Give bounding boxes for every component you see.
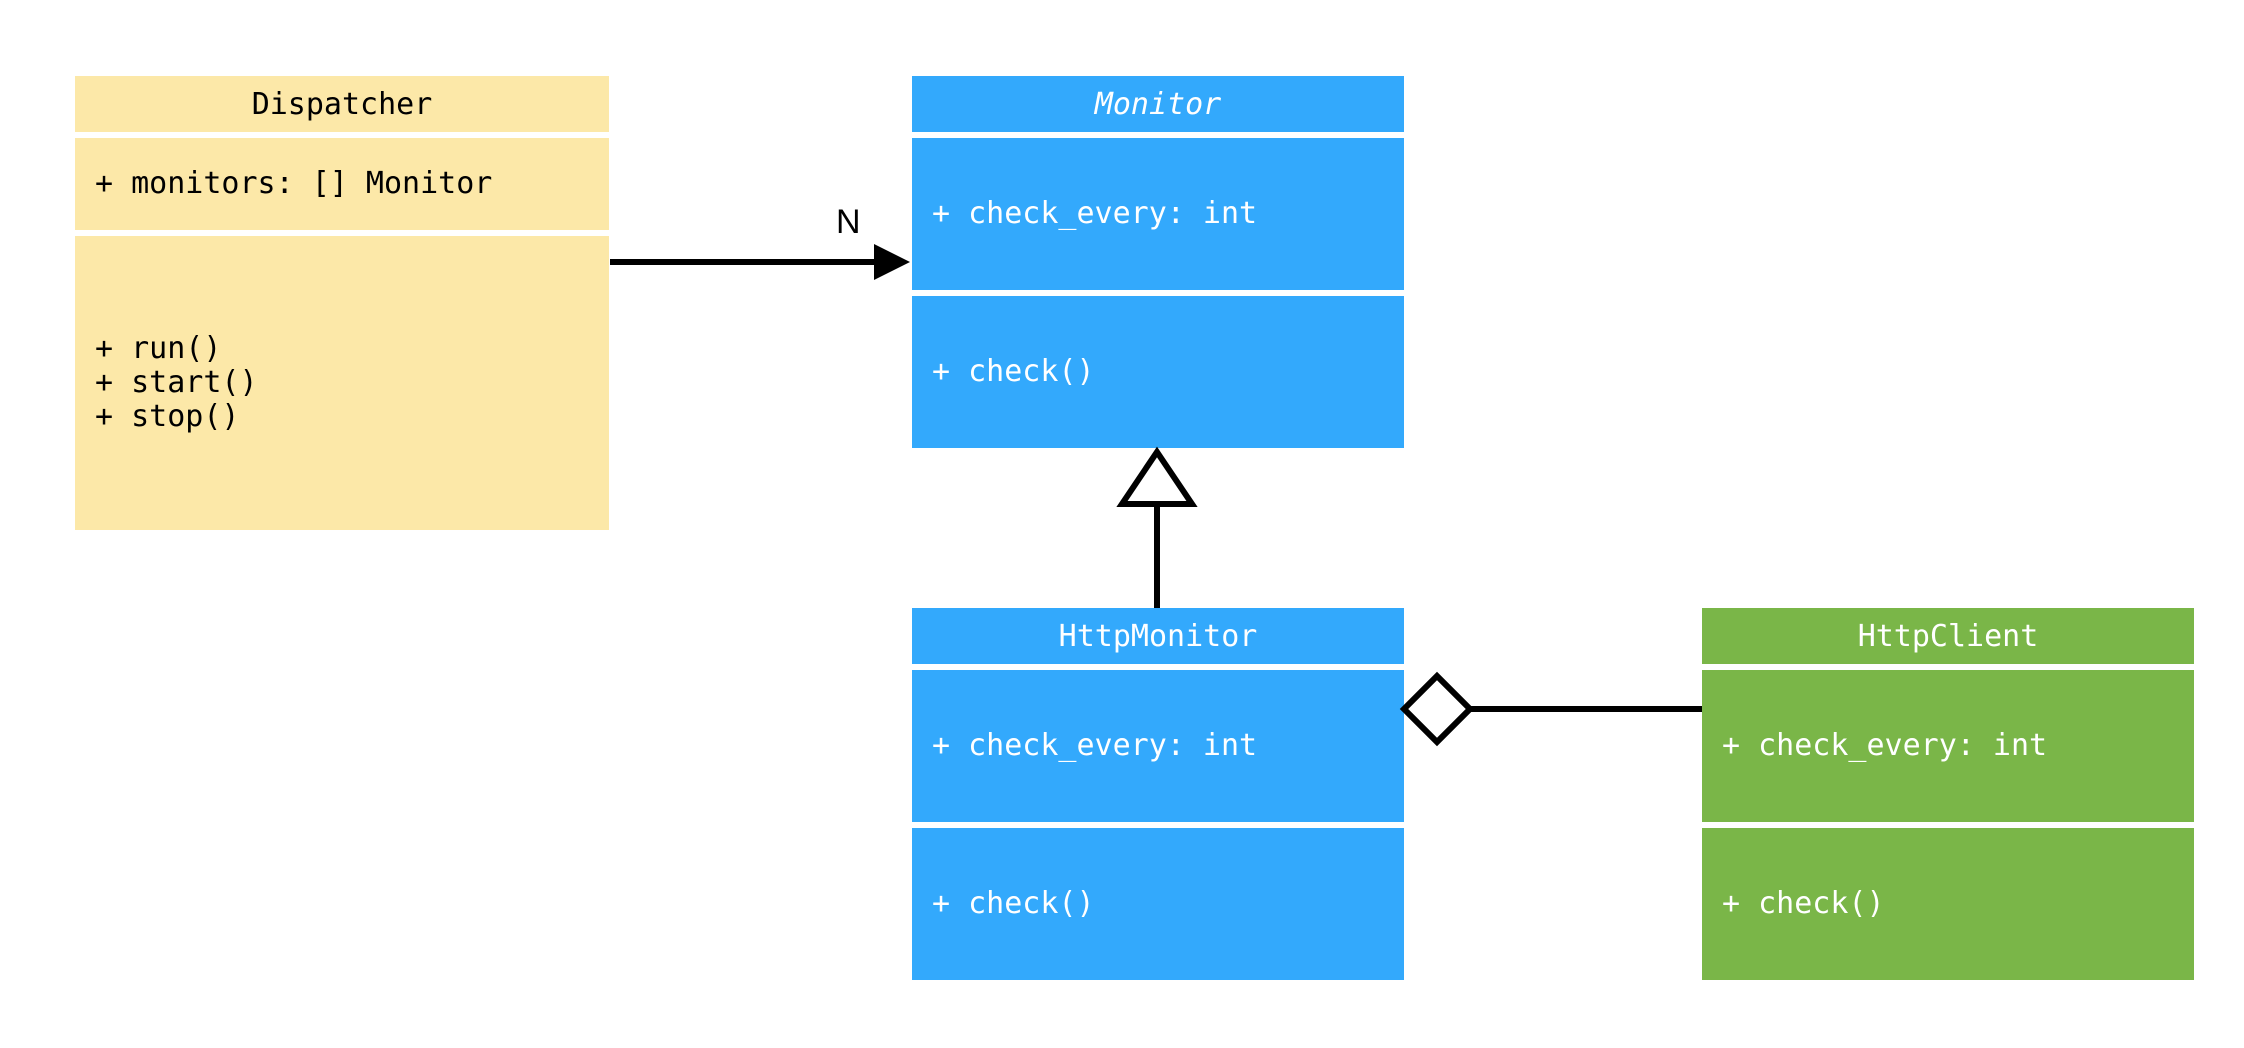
class-methods-dispatcher: + run() + start() + stop() (75, 236, 609, 530)
class-box-monitor[interactable]: Monitor + check_every: int + check() (912, 76, 1404, 448)
method-line: + check() (932, 354, 1095, 389)
method-line: + check() (932, 886, 1095, 921)
method-line: + stop() (95, 399, 240, 434)
class-title-httpclient: HttpClient (1702, 608, 2194, 664)
attribute-line: + check_every: int (1722, 728, 2048, 763)
connector-httpmonitor-to-httpclient (1399, 671, 1702, 747)
attribute-line: + check_every: int (932, 728, 1258, 763)
association-multiplicity-label: N (836, 203, 861, 241)
class-methods-httpclient: + check() (1702, 828, 2194, 980)
class-title-dispatcher: Dispatcher (75, 76, 609, 132)
class-attributes-monitor: + check_every: int (912, 138, 1404, 290)
connector-dispatcher-to-monitor (610, 244, 910, 280)
class-box-dispatcher[interactable]: Dispatcher + monitors: [] Monitor + run(… (75, 76, 609, 530)
class-title-httpmonitor: HttpMonitor (912, 608, 1404, 664)
method-line: + run() (95, 331, 222, 366)
class-attributes-httpclient: + check_every: int (1702, 670, 2194, 822)
arrowhead-hollow-diamond (1399, 671, 1475, 747)
class-title-monitor: Monitor (912, 76, 1404, 132)
class-methods-httpmonitor: + check() (912, 828, 1404, 980)
attribute-line: + check_every: int (932, 196, 1258, 231)
class-attributes-httpmonitor: + check_every: int (912, 670, 1404, 822)
class-attributes-dispatcher: + monitors: [] Monitor (75, 138, 609, 230)
method-line: + start() (95, 365, 258, 400)
attribute-line: + monitors: [] Monitor (95, 166, 493, 201)
class-box-httpclient[interactable]: HttpClient + check_every: int + check() (1702, 608, 2194, 980)
class-box-httpmonitor[interactable]: HttpMonitor + check_every: int + check() (912, 608, 1404, 980)
class-methods-monitor: + check() (912, 296, 1404, 448)
connector-httpmonitor-to-monitor (1116, 446, 1198, 608)
method-line: + check() (1722, 886, 1885, 921)
arrowhead-hollow-triangle (1116, 446, 1198, 507)
arrowhead-filled (874, 244, 910, 280)
